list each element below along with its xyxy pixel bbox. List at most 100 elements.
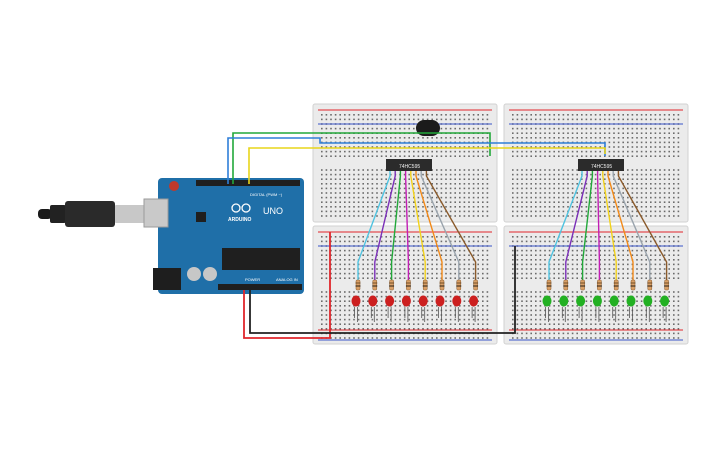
- breadboard-hole: [659, 268, 661, 270]
- output-wire[interactable]: [410, 171, 426, 280]
- control-wires[interactable]: [227, 132, 606, 339]
- resistor[interactable]: [422, 279, 428, 291]
- breadboard-hole: [581, 272, 583, 275]
- breadboard-hole: [321, 210, 323, 213]
- breadboard-hole: [535, 323, 537, 325]
- breadboard-bottom-left[interactable]: [312, 225, 498, 345]
- led[interactable]: [351, 295, 361, 307]
- led[interactable]: [401, 295, 411, 307]
- led[interactable]: [435, 295, 445, 307]
- breadboard-hole: [408, 254, 410, 256]
- output-wire[interactable]: [607, 171, 634, 280]
- led[interactable]: [609, 295, 619, 307]
- breadboard-hole: [477, 291, 479, 293]
- resistor[interactable]: [647, 279, 653, 291]
- breadboard-hole: [463, 236, 466, 238]
- output-wire[interactable]: [596, 171, 601, 280]
- breadboard-hole: [459, 295, 461, 298]
- reset-button[interactable]: [169, 181, 179, 191]
- resistor[interactable]: [580, 279, 585, 291]
- resistor[interactable]: [355, 279, 361, 291]
- breadboard-hole: [599, 328, 601, 330]
- led[interactable]: [469, 295, 479, 307]
- output-wire[interactable]: [425, 171, 477, 280]
- breadboard-hole: [622, 305, 624, 307]
- breadboard-hole: [468, 277, 470, 279]
- output-wire[interactable]: [617, 171, 668, 280]
- output-wire[interactable]: [581, 171, 594, 280]
- output-wire[interactable]: [390, 171, 402, 280]
- led[interactable]: [418, 295, 428, 307]
- usb-cable[interactable]: [38, 201, 145, 227]
- resistor[interactable]: [597, 279, 602, 291]
- breadboard-hole: [454, 215, 456, 217]
- arduino-uno-board[interactable]: ARDUINO UNO DIGITAL (PWM ~) POWER ANALOG…: [143, 178, 304, 294]
- breadboard-hole: [576, 210, 578, 213]
- breadboard-hole: [380, 201, 383, 203]
- resistor[interactable]: [439, 279, 445, 291]
- shift-register-left[interactable]: 74HC595: [386, 159, 432, 171]
- left-output-bank[interactable]: [351, 171, 479, 322]
- output-wire[interactable]: [548, 171, 583, 280]
- breadboard-hole: [576, 249, 578, 252]
- breadboard-hole: [353, 137, 355, 139]
- led[interactable]: [643, 295, 653, 307]
- breadboard-hole: [371, 206, 374, 208]
- breadboard-hole: [521, 155, 523, 157]
- led[interactable]: [660, 295, 670, 307]
- shift-register-right[interactable]: 74HC595: [578, 159, 624, 171]
- breadboard-hole: [594, 291, 597, 293]
- led[interactable]: [452, 295, 462, 307]
- breadboard-hole: [617, 192, 620, 194]
- breadboard-hole: [673, 295, 675, 298]
- breadboard-hole: [530, 210, 532, 213]
- breadboard-hole: [348, 323, 351, 325]
- resistor[interactable]: [389, 279, 394, 291]
- right-output-bank[interactable]: [542, 171, 670, 322]
- led[interactable]: [385, 295, 395, 307]
- output-wire[interactable]: [565, 171, 588, 280]
- electrolytic-capacitor[interactable]: [416, 120, 440, 136]
- output-wire[interactable]: [357, 171, 391, 280]
- output-wire[interactable]: [612, 171, 651, 280]
- breadboard-hole: [594, 236, 597, 238]
- resistor[interactable]: [456, 279, 462, 291]
- breadboard-hole: [594, 192, 597, 194]
- breadboard-hole: [399, 318, 401, 321]
- resistor[interactable]: [473, 279, 478, 291]
- breadboard-hole: [650, 196, 652, 199]
- resistor[interactable]: [563, 279, 569, 291]
- breadboard-hole: [636, 141, 638, 144]
- output-wire[interactable]: [374, 171, 396, 280]
- output-wire[interactable]: [415, 171, 443, 280]
- led[interactable]: [576, 295, 586, 307]
- resistor[interactable]: [664, 279, 669, 291]
- led[interactable]: [626, 295, 636, 307]
- resistor[interactable]: [372, 279, 378, 291]
- breadboard-hole: [539, 169, 542, 171]
- breadboard-hole: [454, 236, 456, 238]
- resistor[interactable]: [406, 279, 411, 291]
- breadboard-bottom-right[interactable]: [503, 225, 689, 345]
- breadboard-hole: [558, 240, 560, 243]
- breadboard-hole: [431, 192, 433, 194]
- led[interactable]: [542, 295, 552, 307]
- output-wire[interactable]: [602, 171, 617, 280]
- led[interactable]: [368, 295, 378, 307]
- breadboard-hole: [482, 150, 484, 153]
- breadboard-hole: [599, 332, 601, 335]
- output-wire[interactable]: [404, 171, 410, 280]
- breadboard-hole: [585, 332, 588, 335]
- breadboard-hole: [472, 146, 475, 148]
- led[interactable]: [559, 295, 569, 307]
- resistor[interactable]: [546, 279, 552, 291]
- breadboard-hole: [417, 291, 420, 293]
- led[interactable]: [592, 295, 602, 307]
- breadboard-hole: [357, 314, 360, 316]
- resistor[interactable]: [630, 279, 636, 291]
- output-wire[interactable]: [420, 171, 460, 280]
- breadboard-hole: [663, 249, 666, 252]
- resistor[interactable]: [613, 279, 619, 291]
